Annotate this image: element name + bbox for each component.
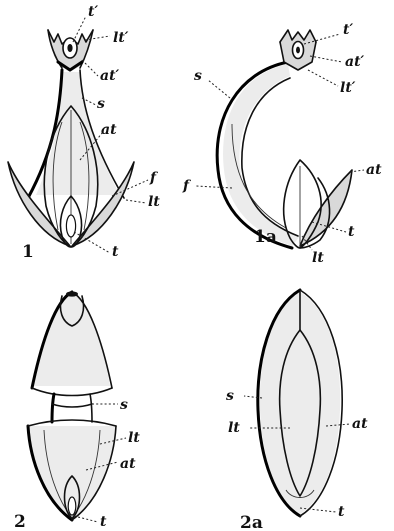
label-fig1a-t-prime: t′ xyxy=(343,22,353,38)
label-fig1a-at-prime: at′ xyxy=(345,54,365,70)
figure-number-2: 2 xyxy=(14,512,26,531)
label-fig2-s: s xyxy=(120,397,128,413)
label-fig1a-at: at xyxy=(366,162,382,178)
label-fig1a-t: t xyxy=(348,224,355,240)
figure-number-1: 1 xyxy=(22,242,34,262)
label-fig1-f: f xyxy=(149,170,159,186)
label-fig1-s: s xyxy=(97,96,105,112)
label-fig1-lt: lt xyxy=(148,194,160,210)
figure-1a: t′ at′ lt′ s f at t lt 1a xyxy=(182,22,382,266)
label-fig2-t: t xyxy=(100,514,107,530)
label-fig1a-s: s xyxy=(194,68,202,84)
label-fig1-lt-prime: lt′ xyxy=(113,30,129,46)
label-fig2a-lt: lt xyxy=(228,420,240,436)
label-fig1a-lt: lt xyxy=(312,250,324,266)
label-fig2-at: at xyxy=(120,456,136,472)
label-fig2a-s: s xyxy=(226,388,234,404)
label-fig2a-at: at xyxy=(352,416,368,432)
figure-number-2a: 2a xyxy=(240,513,263,531)
label-fig2-lt: lt xyxy=(128,430,140,446)
figure-2a: s lt at t 2a xyxy=(226,290,368,531)
label-fig1-at: at xyxy=(101,122,117,138)
label-fig2a-t: t xyxy=(338,504,345,520)
label-fig1a-lt-prime: lt′ xyxy=(340,80,356,96)
label-fig1-t-prime: t′ xyxy=(88,4,98,20)
figure-1: t′ lt′ at′ s at f lt t 1 xyxy=(8,4,160,262)
figure-2: s lt at t 2 xyxy=(14,291,140,531)
label-fig1-at-prime: at′ xyxy=(100,68,120,84)
label-fig1-t: t xyxy=(112,244,119,260)
figure-number-1a: 1a xyxy=(254,227,277,247)
label-fig1a-f: f xyxy=(182,178,192,194)
